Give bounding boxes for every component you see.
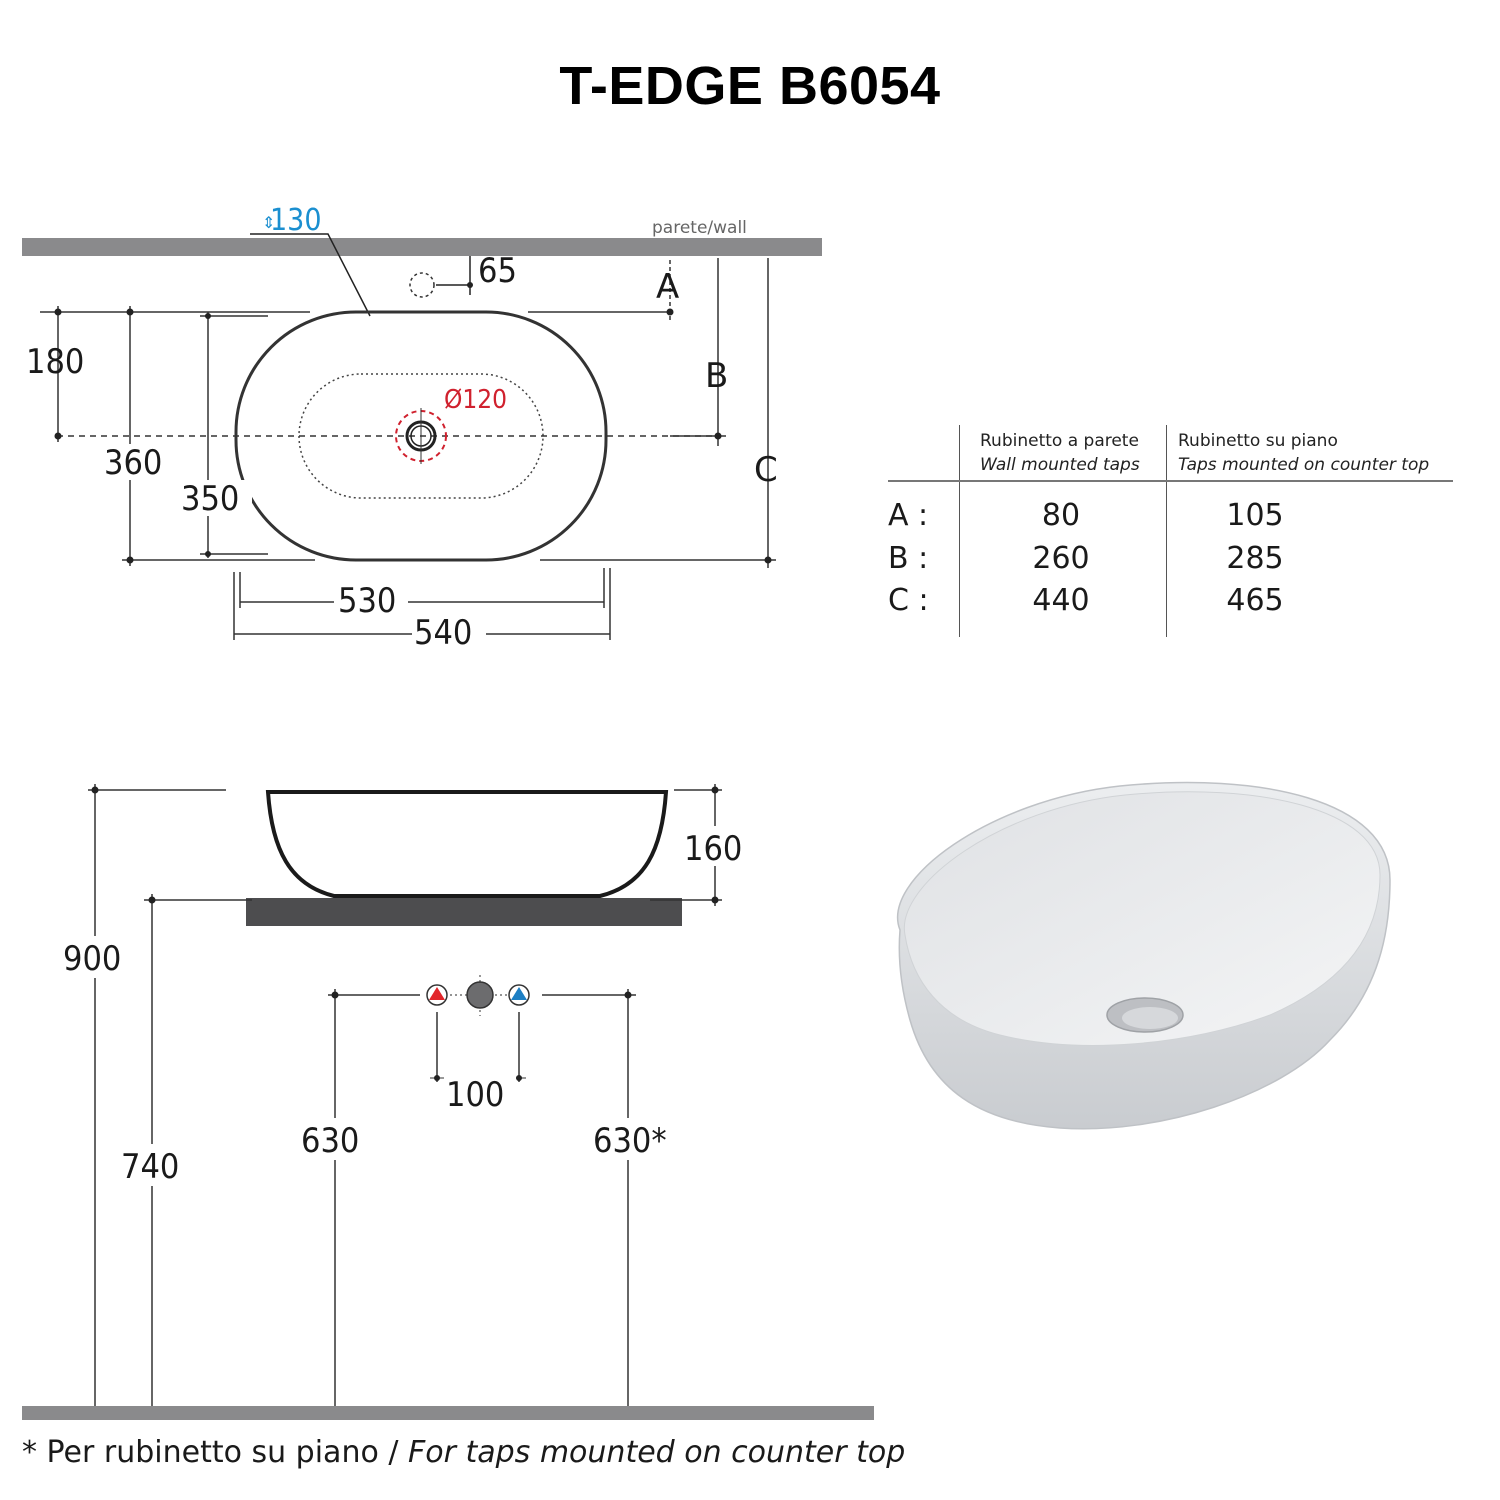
top-view: parete/wall ⇕ 130 65 Ø120 A B: [22, 203, 822, 653]
dim-740-label: 740: [121, 1147, 179, 1187]
floor-bar: [22, 1406, 874, 1420]
overflow-height-label: 130: [270, 203, 322, 238]
dim-100-label: 100: [446, 1075, 504, 1115]
basin-side-profile: [265, 790, 669, 898]
footnote: * Per rubinetto su piano / For taps moun…: [22, 1435, 906, 1470]
dim-360-label: 360: [104, 443, 162, 483]
dim-630-star-label: 630*: [593, 1121, 667, 1161]
side-view: 160 900 740 10: [22, 784, 874, 1420]
tap-offset-label: 65: [478, 251, 517, 291]
dim-630-label: 630: [301, 1121, 359, 1161]
column-header-counter: Rubinetto su piano Taps mounted on count…: [1178, 431, 1430, 475]
table-cell: 440: [1032, 583, 1090, 618]
basin-render: [897, 781, 1391, 1130]
dim-160-label: 160: [684, 829, 742, 869]
dim-a-label: A: [656, 267, 679, 307]
wall-bar: [22, 238, 822, 256]
wall-label: parete/wall: [652, 218, 747, 238]
dim-180-label: 180: [26, 342, 84, 382]
table-cell: 105: [1226, 498, 1284, 533]
row-label-b: B :: [888, 541, 929, 576]
drain-diameter-label: Ø120: [444, 385, 507, 415]
cold-tap-icon: [508, 984, 530, 1006]
table-cell: 285: [1226, 541, 1284, 576]
row-label-a: A :: [888, 498, 929, 533]
tap-hole-marker: [409, 272, 435, 298]
countertop: [246, 898, 682, 926]
row-label-c: C :: [888, 583, 929, 618]
table-cell: 80: [1041, 498, 1081, 533]
hot-tap-icon: [426, 984, 448, 1006]
dim-540-label: 540: [414, 613, 472, 653]
product-title: T-EDGE B6054: [559, 56, 941, 116]
mixer-outlet-icon: [466, 981, 494, 1009]
overflow-arrows-icon: ⇕: [262, 215, 275, 232]
table-cell: 260: [1032, 541, 1090, 576]
tap-dimensions-table: Rubinetto a parete Wall mounted taps Rub…: [888, 425, 1453, 637]
column-header-wall: Rubinetto a parete Wall mounted taps: [980, 431, 1140, 475]
dim-530-label: 530: [338, 581, 396, 621]
dim-c-label: C: [754, 450, 778, 490]
dim-b-label: B: [705, 356, 728, 396]
dim-900-label: 900: [63, 939, 121, 979]
dim-350-label: 350: [181, 479, 239, 519]
table-cell: 465: [1226, 583, 1284, 618]
